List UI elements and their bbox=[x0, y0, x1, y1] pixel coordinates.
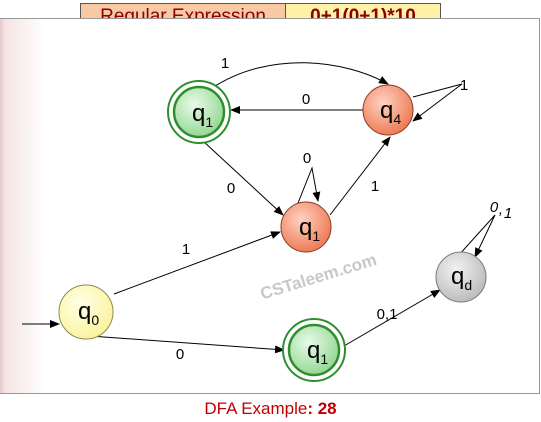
label-q0-q1mid: 1 bbox=[182, 241, 190, 258]
label-q1top-q1mid: 0 bbox=[227, 180, 235, 197]
edge-q4-self bbox=[412, 83, 463, 122]
state-q1-bottom-sub: 1 bbox=[320, 351, 328, 367]
state-q4-base: q bbox=[380, 97, 393, 124]
watermark-text: CSTaleem.com bbox=[258, 250, 379, 303]
label-q0-q1bot: 0 bbox=[176, 346, 184, 363]
state-q1-top-sub: 1 bbox=[205, 114, 213, 130]
caption-number: : 28 bbox=[307, 399, 337, 418]
edge-qd-self bbox=[457, 214, 496, 258]
caption-prefix: DFA Example bbox=[204, 399, 308, 418]
svg-text:q0: q0 bbox=[78, 298, 99, 328]
label-q1top-q4: 1 bbox=[221, 55, 229, 72]
label-qd-self-comma: , bbox=[499, 201, 503, 218]
state-q0-sub: 0 bbox=[91, 312, 99, 328]
svg-text:q1: q1 bbox=[307, 337, 328, 367]
label-qd-self-0: 0 bbox=[490, 199, 499, 216]
edge-q1bot-qd bbox=[343, 289, 441, 347]
edge-q1mid-q4 bbox=[329, 136, 391, 216]
edge-q1mid-self bbox=[297, 166, 321, 204]
svg-text:q4: q4 bbox=[380, 97, 401, 127]
state-qd-base: q bbox=[451, 263, 464, 290]
label-q4-self: 1 bbox=[460, 77, 468, 94]
label-q1bot-qd: 0,1 bbox=[377, 306, 398, 323]
label-q1mid-q4: 1 bbox=[371, 178, 379, 195]
state-q4-sub: 4 bbox=[393, 111, 401, 127]
state-qd-sub: d bbox=[464, 277, 472, 293]
state-q1-mid-sub: 1 bbox=[312, 228, 320, 244]
label-q1mid-self: 0 bbox=[303, 150, 311, 167]
state-q0: q0 bbox=[58, 284, 114, 340]
edge-q1top-q1mid bbox=[202, 140, 284, 216]
state-qd: qd bbox=[435, 251, 487, 303]
state-q4: q4 bbox=[362, 84, 414, 136]
caption: DFA Example: 28 bbox=[0, 399, 541, 419]
edge-q0-q1mid bbox=[113, 231, 281, 295]
edge-q0-q1bot bbox=[89, 335, 285, 354]
state-q0-base: q bbox=[78, 298, 91, 325]
label-qd-self-1: 1 bbox=[504, 205, 512, 222]
state-q1-mid-base: q bbox=[299, 214, 312, 241]
state-q1-mid: q1 bbox=[280, 201, 332, 253]
state-q1-bottom-base: q bbox=[307, 337, 320, 364]
state-q1-bottom: q1 bbox=[282, 318, 346, 382]
svg-text:q1: q1 bbox=[299, 214, 320, 244]
svg-text:q1: q1 bbox=[192, 100, 213, 130]
state-q1-top-base: q bbox=[192, 100, 205, 127]
edge-q1top-q4 bbox=[211, 62, 389, 89]
label-q4-q1top: 0 bbox=[302, 91, 310, 108]
state-q1-top: q1 bbox=[167, 80, 231, 144]
svg-text:qd: qd bbox=[451, 263, 472, 293]
